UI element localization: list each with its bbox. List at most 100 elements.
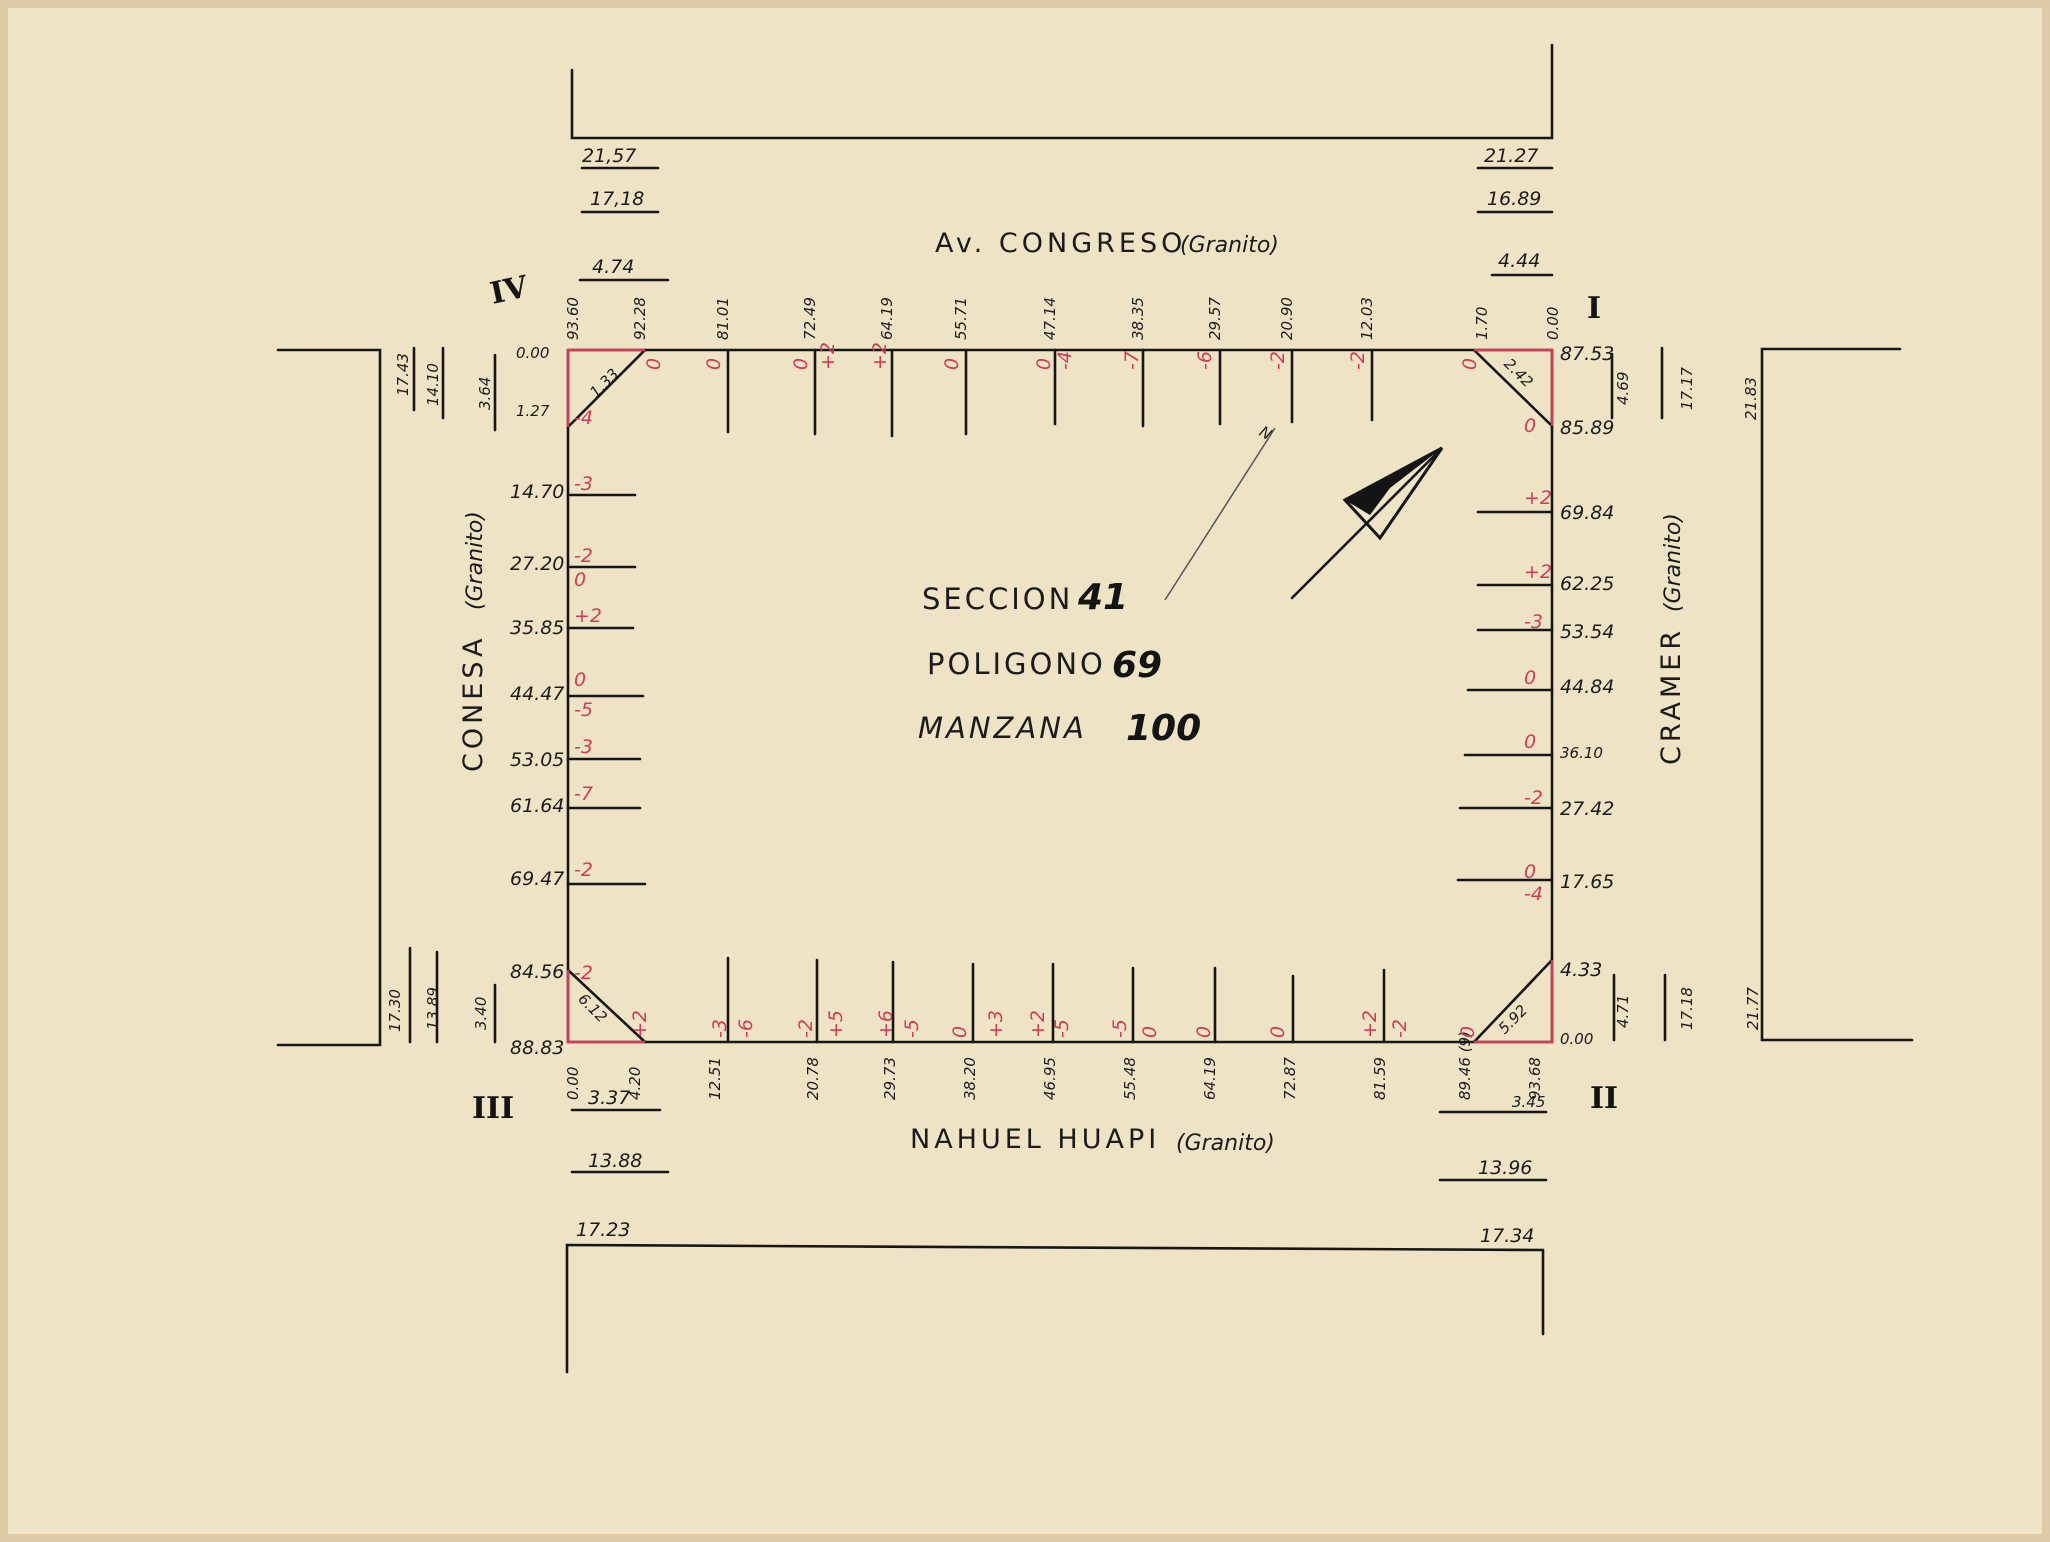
left-distance-label: 0.00 <box>516 344 549 362</box>
corner-mark-nw <box>566 348 645 427</box>
right-levels: 0+2+2-300-20-4 <box>1524 415 1552 905</box>
block-identification: SECCION 41 POLIGONO 69 MANZANA 100 <box>918 577 1201 749</box>
right-level-label: 0 <box>1524 731 1536 753</box>
top-level-label: +2 <box>869 342 891 370</box>
right-distance-label: 62.25 <box>1560 573 1614 595</box>
width-label: 13.96 <box>1478 1157 1532 1179</box>
right-distance-label: 0.00 <box>1560 1030 1593 1048</box>
top-distance-label: 12.03 <box>1358 297 1376 340</box>
top-distance-label: 29.57 <box>1206 297 1224 340</box>
right-level-label: 0 <box>1524 861 1536 883</box>
bottom-level-label: -2 <box>795 1019 817 1038</box>
bottom-distance-label: 55.48 <box>1121 1057 1139 1100</box>
left-level-label: -3 <box>574 473 593 495</box>
right-level-label: 0 <box>1524 415 1536 437</box>
width-label: 21.83 <box>1742 377 1760 420</box>
top-distance-label: 72.49 <box>801 297 819 340</box>
left-distance-label: 53.05 <box>510 749 564 771</box>
left-distance-label: 14.70 <box>510 481 564 503</box>
top-level-label: 0 <box>643 358 665 370</box>
poligono-value: 69 <box>1112 645 1162 686</box>
left-distance-label: 69.47 <box>510 868 564 890</box>
bottom-side-ticks <box>726 956 1386 1044</box>
width-label: 14.10 <box>424 363 442 406</box>
bottom-level-label: -3 <box>709 1019 731 1038</box>
south-neighbor-line <box>565 1243 1545 1374</box>
right-distance-label: 36.10 <box>1560 744 1603 762</box>
left-level-label: -4 <box>574 407 593 429</box>
left-level-label: -2 <box>574 962 593 984</box>
right-level-label: -4 <box>1524 883 1543 905</box>
seccion-label: SECCION <box>922 582 1073 616</box>
right-distance-label: 27.42 <box>1560 798 1614 820</box>
width-label: 21.27 <box>1484 145 1538 167</box>
top-distance-label: 47.14 <box>1041 297 1059 340</box>
top-distance-label: 64.19 <box>878 297 896 340</box>
top-side-ticks <box>726 348 1374 438</box>
bottom-distance-label: 20.78 <box>804 1057 822 1100</box>
left-level-label: -3 <box>574 736 593 758</box>
right-distance-label: 17.65 <box>1560 871 1614 893</box>
bottom-distance-label: 46.95 <box>1041 1057 1059 1100</box>
top-level-label: 0 <box>790 358 812 370</box>
top-level-label: 0 <box>1459 358 1481 370</box>
width-label: 3.64 <box>476 377 494 410</box>
corner-mark-se <box>1474 960 1554 1044</box>
top-distance-label: 92.28 <box>631 297 649 340</box>
left-distance-label: 88.83 <box>510 1037 564 1059</box>
bottom-level-label: 0 <box>1139 1026 1161 1038</box>
width-label: 21.77 <box>1744 987 1762 1030</box>
bottom-level-label: -5 <box>1051 1019 1073 1038</box>
right-level-label: -3 <box>1524 611 1543 633</box>
west-neighbor-line <box>276 348 382 1047</box>
left-level-label: +2 <box>574 605 602 627</box>
bottom-level-label: -5 <box>901 1019 923 1038</box>
bottom-level-label: +5 <box>825 1010 847 1038</box>
top-level-label: -4 <box>1054 351 1076 370</box>
chamfer-nw <box>566 348 647 429</box>
right-distance-label: 69.84 <box>1560 502 1614 524</box>
width-underlines <box>408 166 1667 1182</box>
top-distance-label: 55.71 <box>952 297 970 340</box>
east-neighbor-line <box>1760 347 1914 1042</box>
left-distance-label: 44.47 <box>510 683 564 705</box>
width-label: 13.89 <box>424 987 442 1030</box>
left-level-label: 0 <box>574 669 586 691</box>
width-label: 3.40 <box>472 997 490 1030</box>
right-distance-label: 53.54 <box>1560 621 1614 643</box>
width-label: 3.45 <box>1512 1093 1545 1111</box>
left-level-label: -7 <box>574 783 593 805</box>
corner-sw-numeral: III <box>472 1091 514 1126</box>
top-level-label: 0 <box>941 358 963 370</box>
north-arrow-icon <box>1164 427 1444 601</box>
width-label: 17.17 <box>1678 367 1696 410</box>
bottom-level-label: -2 <box>1389 1019 1411 1038</box>
left-distance-label: 61.64 <box>510 795 564 817</box>
bottom-distance-label: 29.73 <box>881 1057 899 1100</box>
left-distances: 0.001.2714.7027.2035.8544.4753.0561.6469… <box>510 344 564 1059</box>
street-south-name: NAHUEL HUAPI <box>910 1124 1160 1155</box>
right-distance-label: 85.89 <box>1560 417 1614 439</box>
width-label: 21,57 <box>582 145 636 167</box>
seccion-value: 41 <box>1077 577 1128 618</box>
width-label: 17.30 <box>386 989 404 1032</box>
top-distance-label: 1.70 <box>1473 307 1491 340</box>
bottom-distance-label: 72.87 <box>1281 1057 1299 1100</box>
right-distances: 87.5385.8969.8462.2553.5444.8436.1027.42… <box>1560 343 1614 1048</box>
poligono-label: POLIGONO <box>927 647 1106 681</box>
chamfer-se <box>1472 958 1554 1044</box>
width-label: 16.89 <box>1487 188 1541 210</box>
left-distance-label: 1.27 <box>516 402 550 420</box>
bottom-level-label: +6 <box>875 1010 897 1038</box>
street-west-pavement: (Granito) <box>463 511 488 610</box>
width-label: 17,18 <box>590 188 644 210</box>
width-label: 4.44 <box>1498 250 1540 272</box>
bottom-distance-label: 12.51 <box>706 1057 724 1100</box>
bottom-distance-label: 93.68 <box>1526 1057 1544 1100</box>
